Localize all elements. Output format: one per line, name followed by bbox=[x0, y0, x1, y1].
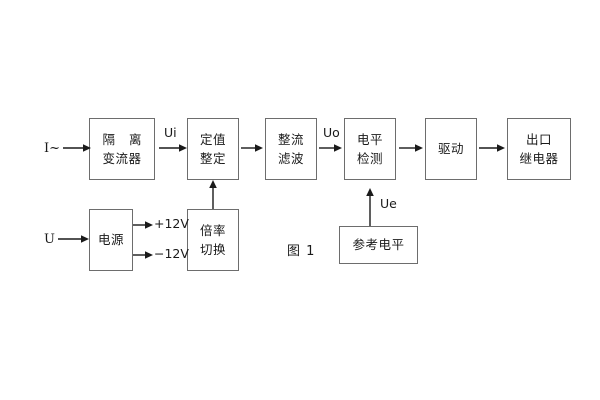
block-reference-level: 参考电平 bbox=[339, 226, 418, 264]
label-ue: Ue bbox=[380, 196, 397, 211]
block-line: 切换 bbox=[199, 242, 226, 257]
block-isolating-transformer: 隔 离 变流器 bbox=[89, 118, 155, 180]
block-line: 整流 bbox=[277, 131, 304, 147]
label-ui: Ui bbox=[164, 125, 177, 140]
block-line: 继电器 bbox=[519, 151, 559, 166]
label-uo: Uo bbox=[323, 125, 340, 140]
block-line: 隔 离 bbox=[102, 131, 147, 147]
connector-voltage-input-to-power-supply bbox=[58, 234, 89, 244]
connector-power-supply-rail-negative bbox=[133, 250, 153, 260]
connector-drive-to-output-relay bbox=[479, 143, 505, 153]
block-multiplier-switch: 倍率 切换 bbox=[187, 209, 239, 271]
connector-rectify-filter-to-level-detection bbox=[319, 143, 342, 153]
label-voltage-input: U bbox=[44, 232, 55, 247]
block-line: 倍率 bbox=[199, 222, 226, 238]
block-rectify-filter: 整流 滤波 bbox=[265, 118, 317, 180]
block-line: 电源 bbox=[97, 232, 124, 248]
block-line: 整定 bbox=[199, 151, 226, 166]
block-line: 出口 bbox=[525, 131, 552, 147]
block-line: 变流器 bbox=[102, 151, 142, 166]
connector-multiplier-switch-to-setting-adjustment bbox=[208, 180, 218, 209]
connector-setting-adjustment-to-rectify-filter bbox=[241, 143, 263, 153]
block-line: 驱动 bbox=[437, 141, 464, 157]
connector-level-detection-to-drive bbox=[399, 143, 423, 153]
block-line: 滤波 bbox=[277, 151, 304, 166]
connector-power-supply-rail-positive bbox=[133, 220, 153, 230]
label-rail-negative: −12V bbox=[154, 246, 189, 261]
label-current-input: I~ bbox=[44, 141, 61, 156]
block-power-supply: 电源 bbox=[89, 209, 133, 271]
block-line: 电平 bbox=[356, 131, 383, 147]
block-setting-adjustment: 定值 整定 bbox=[187, 118, 239, 180]
figure-caption: 图 1 bbox=[287, 244, 316, 259]
connector-current-input-to-isolating-transformer bbox=[63, 143, 91, 153]
block-output-relay: 出口 继电器 bbox=[507, 118, 571, 180]
connector-reference-level-to-level-detection bbox=[365, 188, 375, 226]
label-rail-positive: +12V bbox=[154, 216, 189, 231]
block-level-detection: 电平 检测 bbox=[344, 118, 396, 180]
block-line: 参考电平 bbox=[352, 237, 405, 253]
block-line: 检测 bbox=[356, 151, 383, 166]
connector-isolating-transformer-to-setting-adjustment bbox=[159, 143, 187, 153]
block-line: 定值 bbox=[199, 131, 226, 147]
block-drive: 驱动 bbox=[425, 118, 477, 180]
